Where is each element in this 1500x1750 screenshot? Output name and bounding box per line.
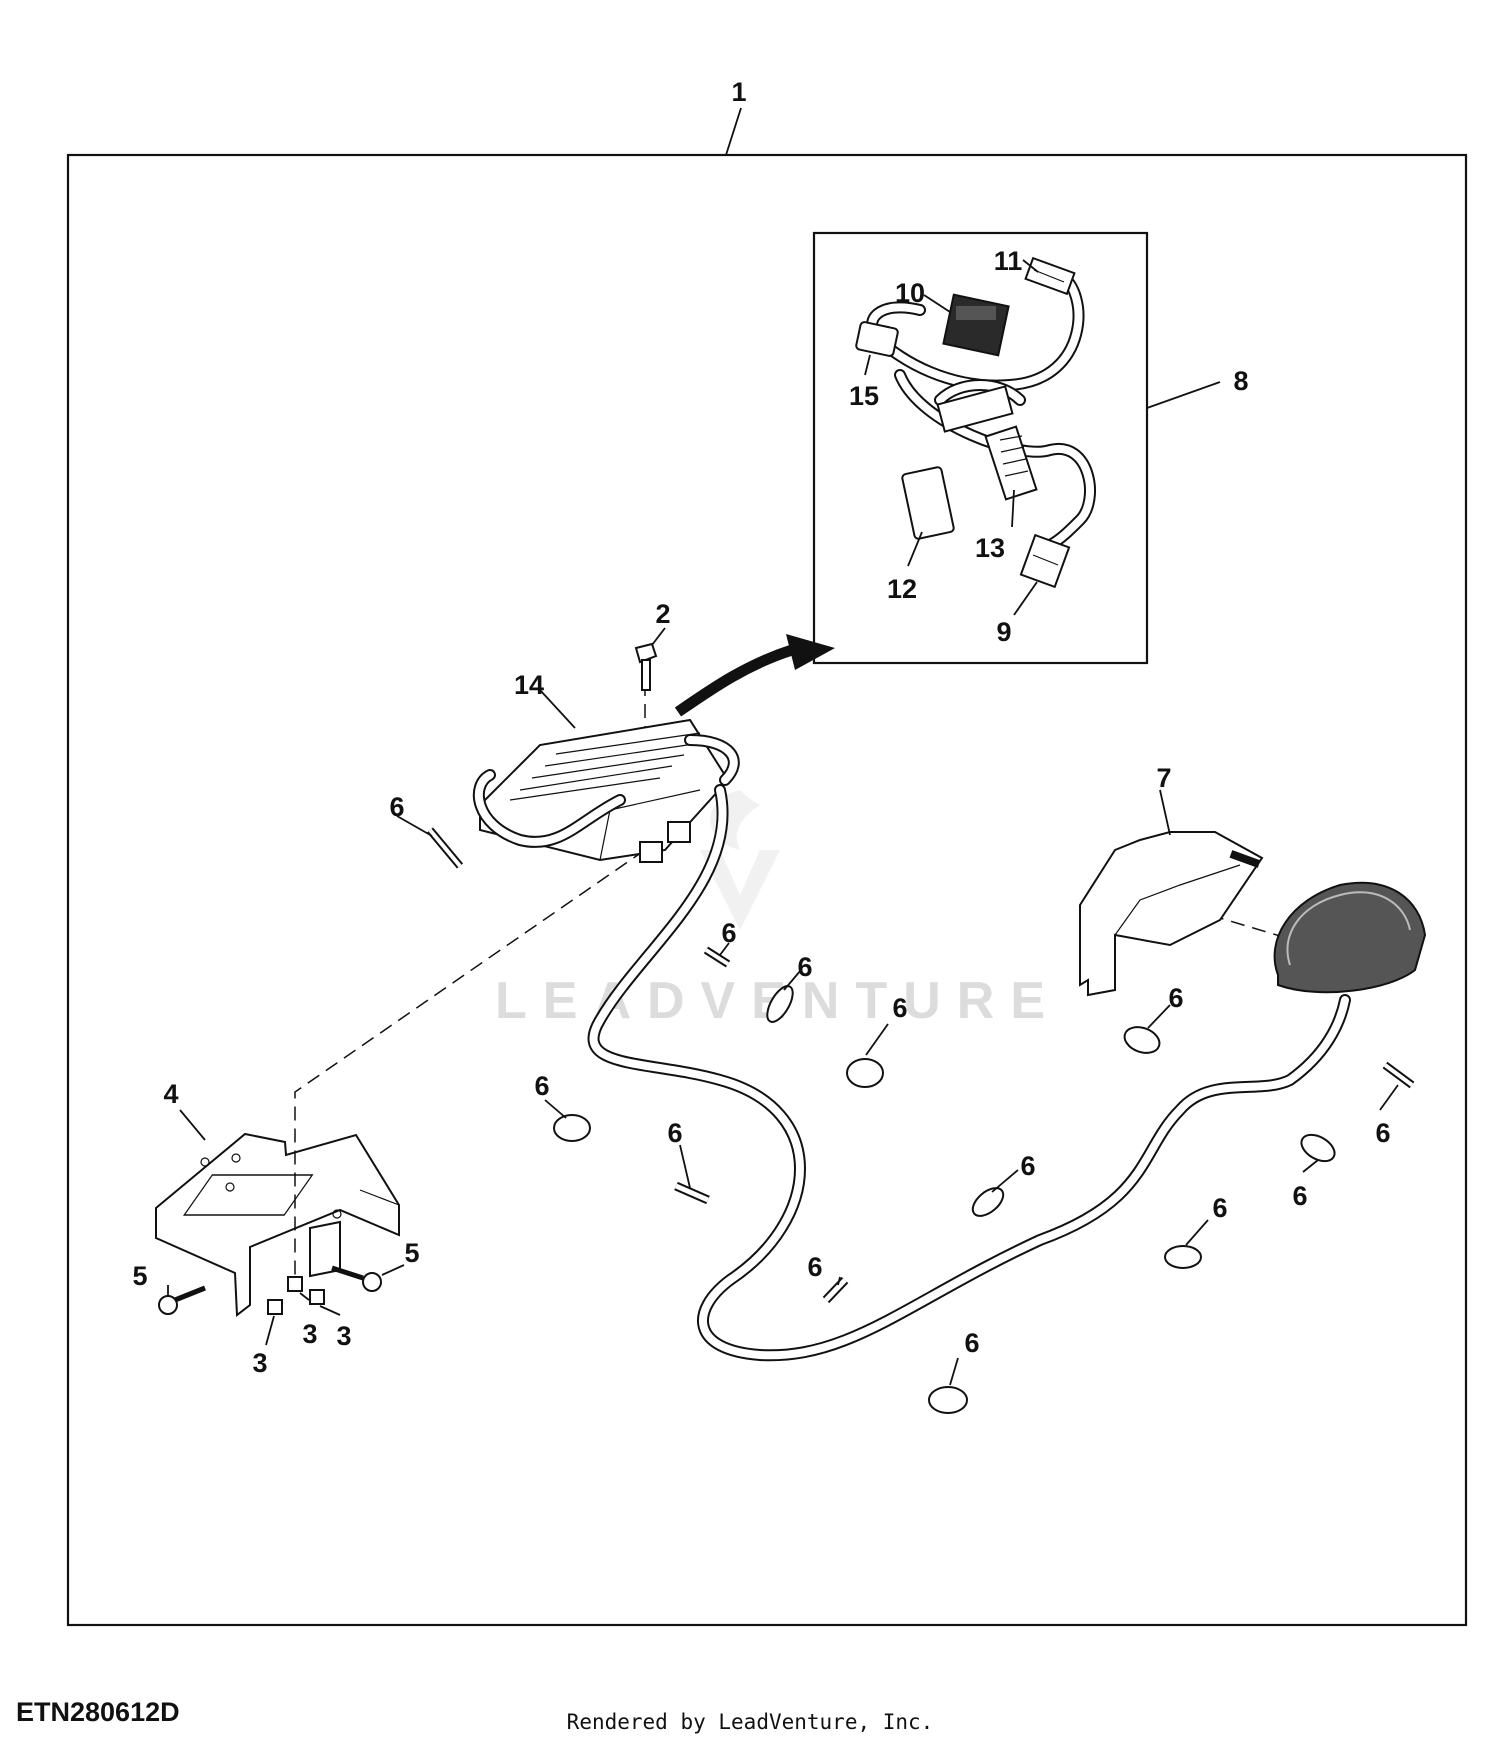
cable-clip <box>766 985 794 1023</box>
mounting-bracket <box>155 1132 400 1317</box>
nut-c <box>309 1289 325 1305</box>
cable-clip <box>928 1386 968 1414</box>
nut-a <box>267 1299 283 1315</box>
callout-6: 6 <box>389 792 404 822</box>
cable-clip <box>971 1187 1005 1217</box>
nut-b <box>287 1276 303 1292</box>
callout-7: 7 <box>1156 763 1171 793</box>
callout-15: 15 <box>849 381 879 411</box>
receiver-bracket <box>1079 831 1264 997</box>
callout-1: 1 <box>731 77 746 107</box>
callout-6: 6 <box>797 952 812 982</box>
callout-12: 12 <box>887 574 917 604</box>
detail-arrow <box>674 634 835 717</box>
callout-4: 4 <box>163 1079 178 1109</box>
callout-11: 11 <box>994 246 1023 276</box>
main-wiring-harness <box>587 784 1351 1362</box>
gps-receiver <box>1273 881 1427 994</box>
carriage-bolt-right <box>331 1265 382 1292</box>
callout-10: 10 <box>895 278 925 308</box>
callout-8: 8 <box>1233 366 1248 396</box>
callout-6: 6 <box>1020 1151 1035 1181</box>
callout-3: 3 <box>336 1321 351 1351</box>
callout-6: 6 <box>1375 1118 1390 1148</box>
cable-clip <box>846 1058 884 1088</box>
callout-13: 13 <box>975 533 1005 563</box>
bolt <box>634 642 658 691</box>
wiring-harness-inset <box>855 256 1096 589</box>
callout-6: 6 <box>1292 1181 1307 1211</box>
callout-6: 6 <box>534 1071 549 1101</box>
cable-clip <box>1300 1133 1336 1163</box>
cable-tie <box>674 1181 710 1205</box>
cable-clip <box>553 1114 591 1142</box>
cable-tie <box>426 827 464 869</box>
callout-labels: 1 2 3 3 3 4 5 5 7 8 9 10 11 12 13 14 15 … <box>132 77 1390 1378</box>
detail-inset-frame <box>812 231 1149 665</box>
callout-6: 6 <box>807 1252 822 1282</box>
kit-frame <box>66 153 1468 1627</box>
carriage-bolt-left <box>158 1285 206 1315</box>
callout-5: 5 <box>132 1261 147 1291</box>
callout-6: 6 <box>892 993 907 1023</box>
cable-clip <box>1164 1245 1202 1269</box>
callout-14: 14 <box>514 670 544 700</box>
callout-6: 6 <box>1168 983 1183 1013</box>
callout-3: 3 <box>252 1348 267 1378</box>
controller-module <box>472 718 740 863</box>
callout-6: 6 <box>1212 1193 1227 1223</box>
callout-6: 6 <box>721 918 736 948</box>
cable-tie <box>1382 1061 1415 1089</box>
callout-2: 2 <box>655 599 670 629</box>
callout-5: 5 <box>404 1238 419 1268</box>
cable-tie <box>703 946 731 968</box>
render-credit: Rendered by LeadVenture, Inc. <box>566 1710 934 1734</box>
callout-6: 6 <box>667 1118 682 1148</box>
diagram-id-label: ETN280612D <box>16 1697 180 1727</box>
cable-tie <box>822 1276 849 1304</box>
cable-clip <box>1123 1026 1161 1054</box>
callout-9: 9 <box>996 617 1011 647</box>
callout-3: 3 <box>302 1319 317 1349</box>
callout-6: 6 <box>964 1328 979 1358</box>
